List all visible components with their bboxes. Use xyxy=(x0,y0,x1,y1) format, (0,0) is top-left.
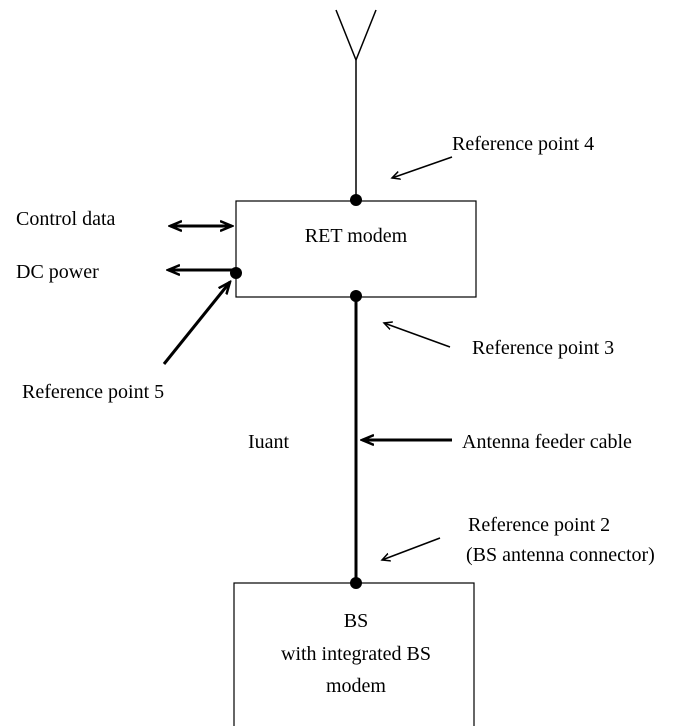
reference-point-5-arrow xyxy=(162,282,230,365)
antenna-feeder-cable-label: Antenna feeder cable xyxy=(462,431,632,453)
bs-box xyxy=(233,582,475,726)
reference-point-2-label: Reference point 2 xyxy=(468,514,610,536)
reference-point-3-arrow xyxy=(384,323,451,348)
reference-point-4-dot xyxy=(350,194,362,206)
reference-point-2-arrow xyxy=(382,537,441,560)
bs-label-line2: with integrated BS xyxy=(281,643,431,665)
antenna-icon xyxy=(335,9,377,200)
control-data-label: Control data xyxy=(16,208,116,230)
reference-point-2-sublabel: (BS antenna connector) xyxy=(466,544,655,566)
ret-modem-label: RET modem xyxy=(305,225,408,247)
reference-point-5-dot xyxy=(230,267,242,279)
reference-point-3-label: Reference point 3 xyxy=(472,337,614,359)
reference-point-3-dot xyxy=(350,290,362,302)
bs-label-line1: BS xyxy=(344,610,368,632)
reference-point-4-label: Reference point 4 xyxy=(452,133,594,155)
dc-power-label: DC power xyxy=(16,261,99,283)
ret-modem-box xyxy=(235,200,477,298)
bs-label-line3: modem xyxy=(326,675,386,697)
iuant-label: Iuant xyxy=(248,431,290,453)
reference-point-2-dot xyxy=(350,577,362,589)
reference-point-5-label: Reference point 5 xyxy=(22,381,164,403)
reference-point-4-arrow xyxy=(392,156,453,178)
